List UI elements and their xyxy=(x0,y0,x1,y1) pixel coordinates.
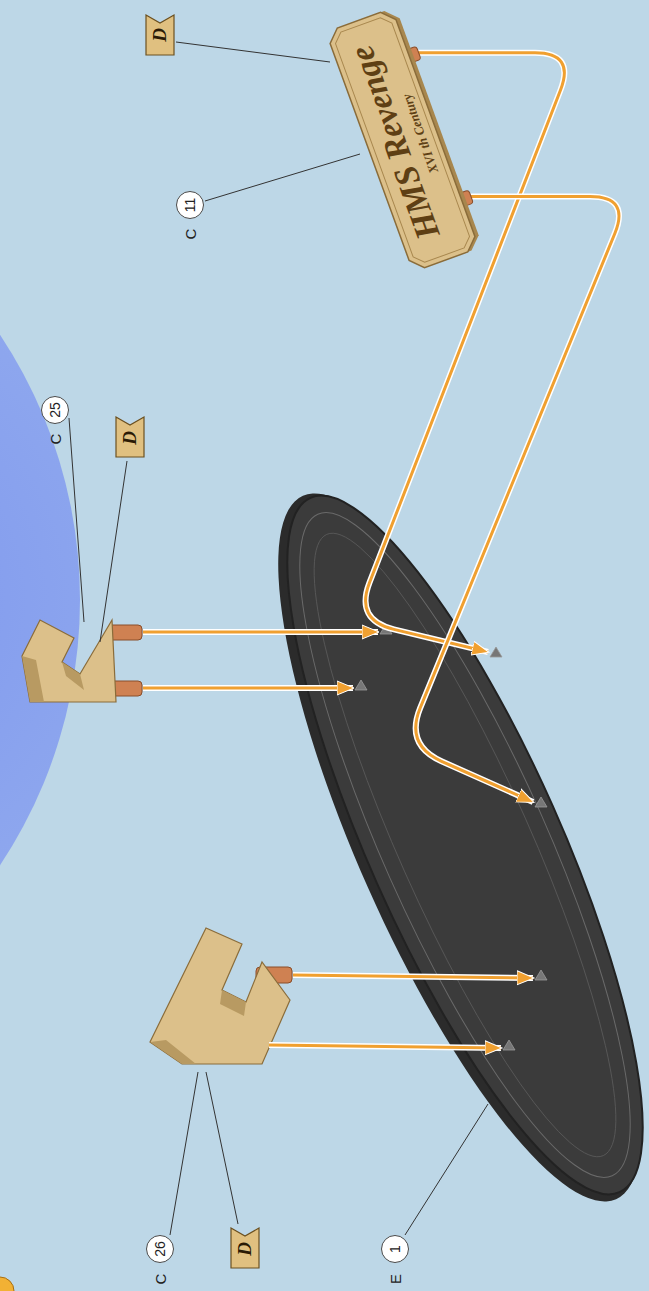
arrow-outline xyxy=(293,975,533,978)
base-contour xyxy=(243,481,649,1209)
arrow-line xyxy=(416,196,619,802)
callout-number: 26 xyxy=(146,1235,174,1263)
part-flags xyxy=(116,15,259,1268)
part-group-letter: D xyxy=(149,28,171,42)
callout-number: 11 xyxy=(176,191,204,219)
arrow-line xyxy=(269,1045,501,1048)
bracket-c25 xyxy=(22,620,142,702)
insert-arrow xyxy=(293,975,533,978)
arrow-line xyxy=(143,687,353,690)
arrow-line xyxy=(293,975,533,978)
callout-number: 25 xyxy=(41,396,69,424)
insert-arrow xyxy=(269,1045,501,1048)
arrow-outline xyxy=(143,629,378,635)
flag xyxy=(116,417,144,457)
callout-number: 1 xyxy=(381,1235,409,1263)
corner-badge xyxy=(0,1277,14,1291)
sheet-letter: E xyxy=(387,1274,404,1284)
insert-arrow xyxy=(143,632,378,633)
globe-sphere xyxy=(0,120,80,1080)
sheet-letter: C xyxy=(47,434,64,445)
arrow-outline xyxy=(143,685,353,691)
flag xyxy=(231,1228,259,1268)
plaque-border xyxy=(332,15,472,266)
arrow-outline xyxy=(269,1045,501,1048)
base-top xyxy=(223,459,649,1231)
name-plaque: HMS RevengeXVI th Century xyxy=(326,8,479,272)
sheet-letter: C xyxy=(182,229,199,240)
flag xyxy=(146,15,174,55)
arrow-line xyxy=(143,631,378,634)
insert-arrow xyxy=(416,196,619,802)
sheet-letter: C xyxy=(152,1274,169,1285)
base-edge xyxy=(212,455,649,1240)
insert-arrow xyxy=(143,688,353,689)
part-group-letter: D xyxy=(234,1242,256,1256)
plaque-face xyxy=(326,8,479,272)
arrow-outline xyxy=(416,196,619,802)
base-holes xyxy=(355,624,547,1050)
stand-base xyxy=(212,454,649,1240)
part-group-letter: D xyxy=(119,431,141,445)
